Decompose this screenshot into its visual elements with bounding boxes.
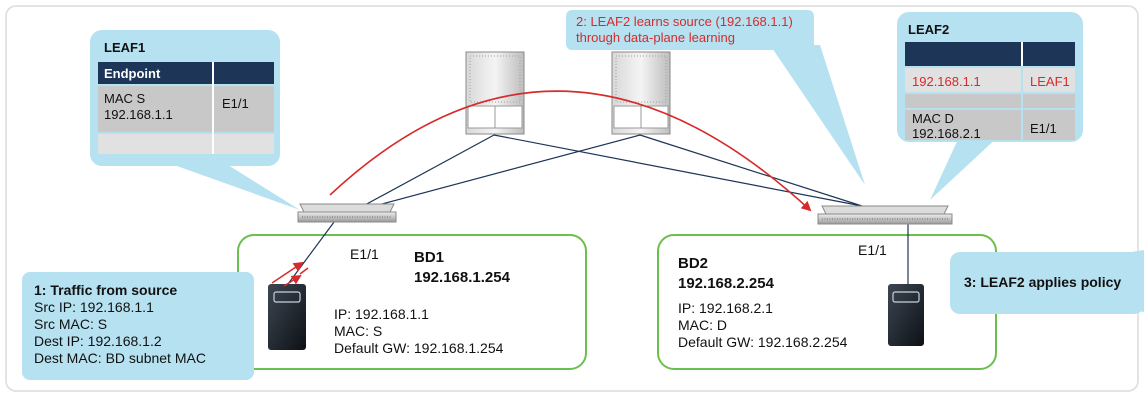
server-icon — [888, 284, 924, 346]
step1-line: Src MAC: S — [34, 316, 108, 332]
leaf1-header-endpoint: Endpoint — [104, 66, 161, 81]
step3-text: 3: LEAF2 applies policy — [964, 274, 1122, 290]
step2-text: 2: LEAF2 learns source (192.168.1.1) thr… — [576, 14, 793, 45]
bd2-name: BD2 — [678, 255, 709, 272]
step2-callout-tail — [770, 45, 865, 185]
step1-title: 1: Traffic from source — [34, 282, 178, 298]
bd1-subnet: 192.168.1.254 — [414, 269, 510, 286]
traffic-arrow-icon — [283, 274, 302, 287]
bd1-host-mac: MAC: S — [334, 323, 383, 339]
leaf-switch-icon — [817, 205, 953, 225]
bd2-host-gw: Default GW: 192.168.2.254 — [678, 334, 848, 350]
fabric-links — [287, 134, 909, 285]
leaf-switch-icon — [297, 203, 397, 223]
bd2-host-ip: IP: 192.168.2.1 — [678, 300, 773, 316]
leaf2-row3-col2: E1/1 — [1030, 121, 1057, 136]
bd2-subnet: 192.168.2.254 — [678, 275, 774, 292]
spine-switch-icon — [611, 51, 671, 135]
leaf1-row1-col2: E1/1 — [222, 96, 249, 111]
bd1-port-label: E1/1 — [350, 246, 379, 262]
step1-callout — [22, 272, 254, 380]
bd1-host-gw: Default GW: 192.168.1.254 — [334, 340, 504, 356]
traffic-arrow-icon — [271, 261, 304, 284]
leaf2-row1-col1: 192.168.1.1 — [912, 74, 981, 89]
step1-line: Dest MAC: BD subnet MAC — [34, 350, 206, 366]
step1-callout-content: 1: Traffic from source Src IP: 192.168.1… — [34, 282, 206, 367]
server-icon — [268, 284, 306, 350]
step3-callout — [950, 252, 1144, 314]
leaf1-title: LEAF1 — [104, 40, 146, 55]
leaf2-row1-col2: LEAF1 — [1030, 74, 1070, 89]
step1-line: Src IP: 192.168.1.1 — [34, 299, 154, 315]
leaf1-callout-tail — [160, 160, 300, 210]
bd2-host-mac: MAC: D — [678, 317, 727, 333]
step1-line: Dest IP: 192.168.1.2 — [34, 333, 162, 349]
bd1-name: BD1 — [414, 249, 445, 266]
leaf2-title: LEAF2 — [908, 22, 950, 37]
traffic-arrow-icon — [329, 90, 812, 212]
spine-switch-icon — [465, 51, 525, 135]
step2-callout — [566, 10, 814, 50]
leaf2-row3-col1: MAC D 192.168.2.1 — [912, 111, 981, 141]
leaf2-callout-tail — [930, 135, 1000, 200]
leaf1-row1-col1: MAC S 192.168.1.1 — [104, 91, 173, 122]
bd1-host-ip: IP: 192.168.1.1 — [334, 306, 429, 322]
bd2-port-label: E1/1 — [858, 242, 887, 258]
